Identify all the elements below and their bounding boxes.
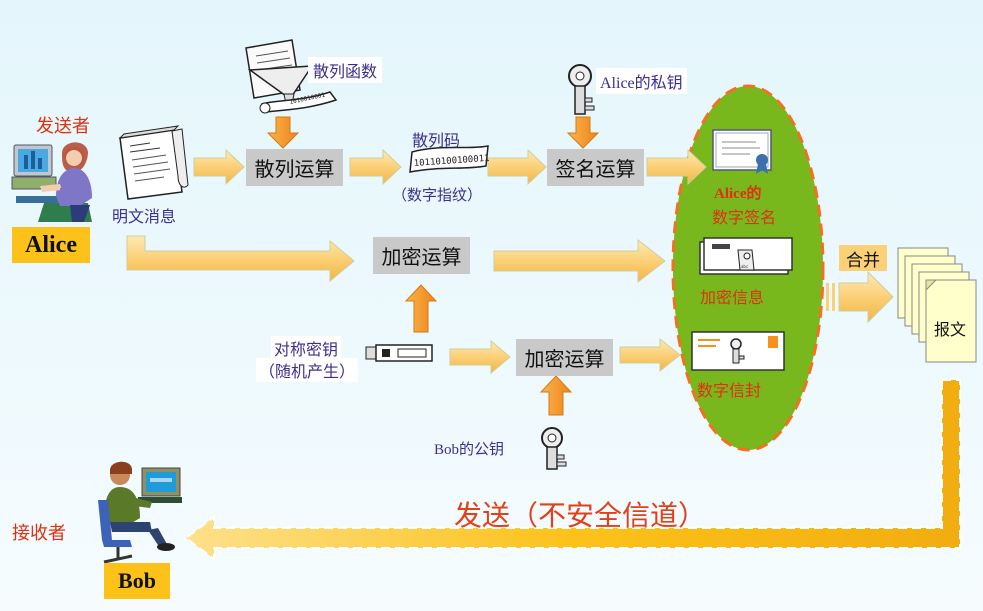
signature-label-line1: Alice的 (714, 186, 762, 202)
encrypted-info-label: 加密信息 (700, 288, 765, 307)
arrow-sign-to-signature (646, 148, 707, 186)
merge-label: 合并 (839, 245, 887, 271)
envelope-encryption-box: 加密运算 (516, 339, 613, 376)
arrow-hashfn-down (266, 116, 300, 149)
message-label: 报文 (934, 320, 967, 339)
digital-envelope-label: 数字信封 (697, 381, 762, 400)
usb-key-icon (365, 344, 433, 362)
public-key-label: Bob的公钥 (434, 442, 505, 458)
arrow-encrypt-to-info (493, 238, 666, 284)
send-arrow (184, 379, 961, 561)
signing-operation-box: 签名运算 (547, 149, 644, 186)
hash-operation-box: 散列运算 (246, 149, 343, 186)
hash-code-strip: 10110100100011 (409, 145, 490, 173)
hash-code-label: 散列码 (412, 131, 461, 150)
arrow-code-to-sign (487, 148, 547, 186)
arrow-pubkey-up (539, 375, 573, 416)
arrow-hash-to-code (349, 148, 402, 186)
arrow-plaintext-to-hash (193, 148, 245, 186)
merge-arrow-stripe-2 (832, 283, 835, 311)
person-at-computer-icon (11, 142, 92, 222)
key-icon (541, 427, 567, 470)
sender-name-box: Alice (12, 227, 90, 263)
hash-code-note: （数字指纹） (392, 186, 483, 204)
merge-arrow-stripe-1 (826, 283, 829, 311)
arrow-privkey-down (566, 116, 600, 149)
receiver-name-box: Bob (104, 563, 170, 599)
arrow-encrypt-to-envelope (619, 337, 681, 373)
sender-role-label: 发送者 (36, 116, 90, 137)
arrow-symkey-to-encrypt (449, 339, 511, 375)
document-icon (118, 125, 189, 200)
arrow-merge (838, 270, 894, 324)
certificate-icon (712, 129, 772, 174)
funnel-icon: 1010010001 (245, 39, 338, 114)
private-key-label: Alice的私钥 (596, 68, 687, 94)
plaintext-label: 明文消息 (112, 207, 177, 226)
svg-text:abc: abc (741, 264, 749, 269)
symmetric-key-note: （随机产生） (256, 358, 359, 382)
person-at-computer-icon (98, 461, 182, 564)
symmetric-key-label: 对称密钥 (271, 336, 342, 360)
arrow-plaintext-to-encrypt (126, 235, 355, 283)
encryption-operation-box: 加密运算 (373, 237, 470, 274)
envelope-icon: abc (699, 237, 793, 275)
arrow-symkey-up (404, 284, 438, 333)
envelope-icon (691, 331, 785, 371)
receiver-role-label: 接收者 (12, 523, 66, 544)
send-label: 发送（不安全信道） (454, 499, 707, 532)
stacked-pages-icon (897, 247, 977, 363)
signature-label-line2: 数字签名 (712, 208, 777, 227)
key-icon (568, 64, 595, 115)
hash-function-label: 散列函数 (308, 57, 383, 83)
